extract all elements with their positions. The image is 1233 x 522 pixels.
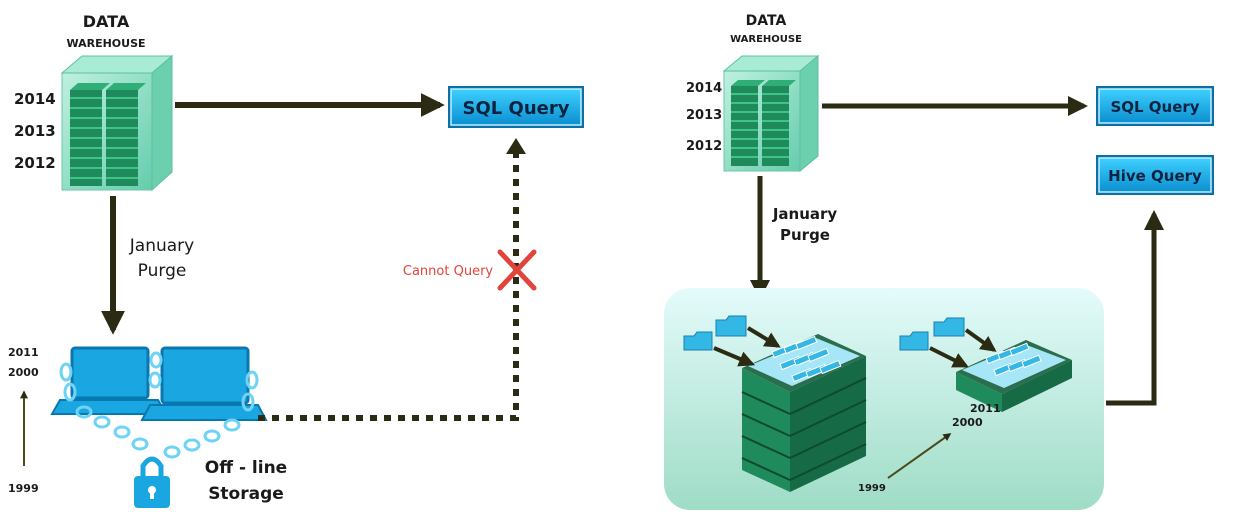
right-sql-query-label: SQL Query [1110,98,1199,116]
right-year-2014: 2014 [686,81,722,96]
right-warehouse-subtitle: WAREHOUSE [730,34,802,45]
left-archive-year-2011: 2011 [8,346,39,359]
cannot-query-x-icon [497,249,537,291]
left-warehouse-subtitle: WAREHOUSE [66,37,145,50]
right-year-2012: 2012 [686,139,722,154]
storage-to-hive-arrow [1106,210,1164,406]
hive-query-box: Hive Query [1096,155,1214,195]
left-year-2014: 2014 [14,90,56,108]
folder-to-stack-arrow [964,328,997,352]
left-dotted-arrowhead [506,138,526,154]
left-diagram: DATA WAREHOUSE [8,12,584,508]
left-offline-to-sql-dotted-path [258,150,519,421]
right-archive-year-2011: 2011 [970,402,1001,415]
left-year-2012: 2012 [14,154,56,172]
padlock-icon [134,456,170,508]
right-purge-label-1: January [772,205,838,223]
right-sql-query-box: SQL Query [1096,86,1214,126]
left-archive-year-1999: 1999 [8,482,39,495]
right-warehouse-title: DATA [746,13,787,29]
chained-laptops-icon [50,346,268,459]
right-diagram: DATA WAREHOUSE [664,13,1214,510]
folder-to-stack-arrow [713,346,755,367]
right-purge-label-2: Purge [780,226,830,244]
folder-icon [683,331,713,351]
left-sql-query-label: SQL Query [463,98,570,119]
large-file-stack-icon [741,334,867,492]
left-warehouse-cube-icon [60,54,174,192]
folder-to-stack-arrow [746,326,781,348]
hive-query-label: Hive Query [1108,167,1202,185]
left-purge-label-2: Purge [138,261,187,281]
folder-icon [899,331,929,351]
folder-icon [715,315,747,337]
left-sql-query-box: SQL Query [448,86,584,128]
right-archive-year-1999: 1999 [858,483,886,494]
right-archive-year-2000: 2000 [952,416,983,429]
right-year-2013: 2013 [686,108,722,123]
left-year-2013: 2013 [14,122,56,140]
right-warehouse-cube-icon [722,54,820,173]
right-archive-timeline-arrow [887,433,952,479]
small-file-stack-icon [956,340,1072,412]
left-archive-year-2000: 2000 [8,366,39,379]
left-warehouse-title: DATA [83,12,130,31]
cannot-query-label: Cannot Query [403,264,494,279]
right-server-rack-icon [731,80,796,166]
folder-icon [933,317,965,337]
left-purge-label-1: January [129,236,194,256]
folder-to-stack-arrow [929,346,969,368]
offline-label-1: Off - line [205,458,287,478]
left-server-rack-icon [70,83,146,186]
offline-label-2: Storage [208,484,284,504]
